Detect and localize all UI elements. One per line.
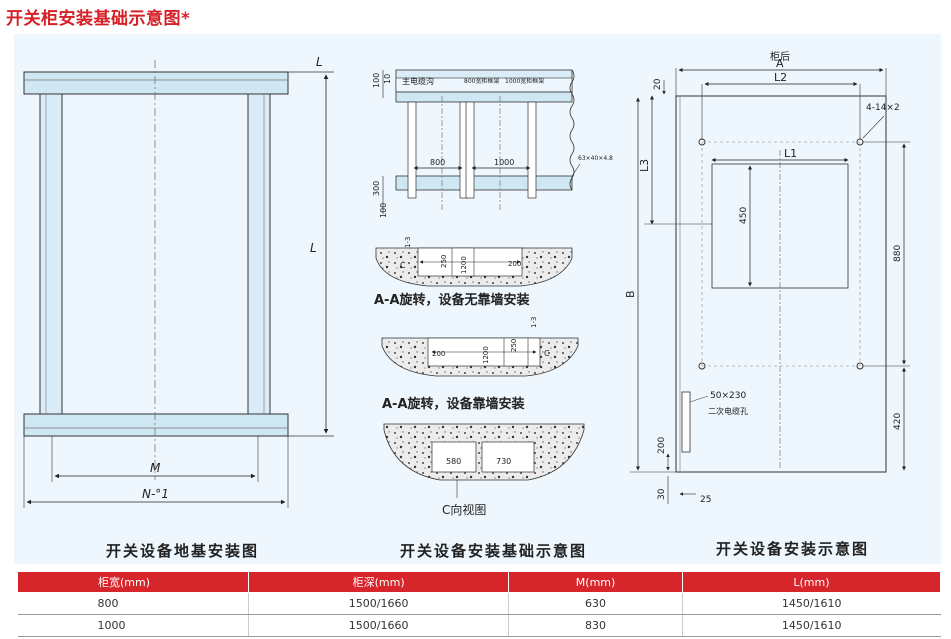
- cell-M: 630: [508, 592, 683, 615]
- dim-420: 420: [893, 413, 903, 430]
- label-hole-size: 50×230: [710, 391, 746, 401]
- frame-left-leg: [39, 93, 63, 415]
- cell-L: 1450/1610: [682, 592, 941, 615]
- label-main-trench: 主电缆沟: [402, 76, 434, 86]
- spec-table: 柜宽(mm) 柜深(mm) M(mm) L(mm) 800 1500/1660 …: [17, 571, 942, 637]
- dim-L-top: L: [316, 55, 323, 69]
- sec1-d1200: 1200: [460, 256, 468, 274]
- dim-450: 450: [739, 207, 749, 224]
- dim-1000: 1000: [494, 158, 514, 167]
- label-frame-800: 800宽柜框架: [464, 77, 499, 85]
- caption-foundation-base: 开关设备安装基础示意图: [400, 542, 588, 560]
- label-frame-1000: 1000宽柜框架: [505, 77, 544, 85]
- dim-30: 30: [657, 488, 667, 500]
- sec2-caption: A-A旋转，设备靠墙安装: [382, 396, 525, 412]
- page-title: 开关柜安装基础示意图*: [6, 9, 191, 29]
- cell-M: 830: [508, 614, 683, 637]
- dim-L1: L1: [784, 147, 797, 160]
- table-row: 1000 1500/1660 830 1450/1610: [17, 614, 941, 637]
- sec2-c: C: [544, 349, 550, 358]
- dim-N: N-°1: [142, 487, 169, 501]
- c-view-drawing: 580 730 C向视图: [383, 423, 585, 517]
- frame-right-leg: [247, 93, 271, 415]
- device-plan-drawing: 柜后 A L2 L1 20 4-14×2 L3 450 880 420 B 50…: [624, 50, 910, 505]
- cview-d730: 730: [496, 457, 511, 466]
- dim-200-right: 200: [657, 437, 667, 454]
- col-width: 柜宽(mm): [17, 571, 249, 593]
- dim-880: 880: [893, 245, 903, 262]
- col-L: L(mm): [681, 571, 942, 593]
- section-no-wall-drawing: C 1-3 250 1200 200 A-A旋转，设备无靠墙安装: [374, 237, 573, 308]
- section-wall-drawing: 200 1200 250 1-3 C A-A旋转，设备靠墙安装: [381, 317, 579, 412]
- frame-bottom-rail: [23, 413, 289, 437]
- installation-drawing: L L M N-°1 主电缆沟 800宽柜框架 1000宽柜框架 800 100…: [23, 50, 910, 517]
- label-back: 柜后: [770, 50, 790, 63]
- cell-depth: 1500/1660: [248, 592, 510, 615]
- label-holes: 4-14×2: [866, 103, 900, 113]
- sec2-d13: 1-3: [530, 317, 538, 328]
- dim-A: A: [776, 57, 784, 70]
- sec2-d200: 200: [432, 350, 445, 358]
- dim-100-bottom: 100: [379, 203, 388, 218]
- sec1-c: C: [400, 261, 406, 270]
- sec2-d1200: 1200: [482, 346, 490, 364]
- dim-M: M: [150, 461, 161, 475]
- dim-100-top: 100: [372, 73, 381, 88]
- dim-L-side: L: [310, 241, 317, 255]
- cell-width: 1000: [17, 614, 249, 637]
- dim-B: B: [624, 290, 637, 298]
- dim-L2: L2: [774, 71, 787, 84]
- cview-d580: 580: [446, 457, 461, 466]
- caption-foundation: 开关设备地基安装图: [106, 542, 260, 560]
- sec1-caption: A-A旋转，设备无靠墙安装: [374, 292, 530, 308]
- secondary-cable-hole: [681, 391, 691, 453]
- sec1-d250: 250: [440, 255, 448, 268]
- table-row: 800 1500/1660 630 1450/1610: [17, 592, 941, 615]
- dim-25: 25: [700, 495, 711, 505]
- caption-device-install: 开关设备安装示意图: [716, 540, 870, 558]
- frame-top-rail: [23, 71, 289, 95]
- trench-plan-drawing: 主电缆沟 800宽柜框架 1000宽柜框架 800 1000 63×40×4.8…: [372, 69, 613, 218]
- sec1-d13: 1-3: [404, 237, 412, 248]
- dim-800: 800: [430, 158, 445, 167]
- l1-window: [711, 163, 849, 289]
- cview-caption: C向视图: [442, 502, 486, 517]
- sec2-d250: 250: [510, 339, 518, 352]
- col-M: M(mm): [508, 571, 683, 593]
- cell-width: 800: [17, 592, 249, 615]
- dim-20: 20: [653, 78, 663, 90]
- foundation-frame-drawing: L L M N-°1: [23, 55, 334, 508]
- cell-L: 1450/1610: [682, 614, 941, 637]
- col-depth: 柜深(mm): [247, 571, 510, 593]
- spec-table-header: 柜宽(mm) 柜深(mm) M(mm) L(mm): [17, 571, 942, 593]
- sec1-d200: 200: [508, 260, 521, 268]
- label-angle-steel: 63×40×4.8: [578, 155, 613, 162]
- title-mark: *: [181, 9, 191, 29]
- dim-300: 300: [372, 181, 381, 196]
- label-hole-name: 二次电缆孔: [708, 406, 748, 416]
- cell-depth: 1500/1660: [248, 614, 510, 637]
- dim-10-top: 10: [383, 74, 392, 84]
- dim-L3: L3: [638, 159, 651, 172]
